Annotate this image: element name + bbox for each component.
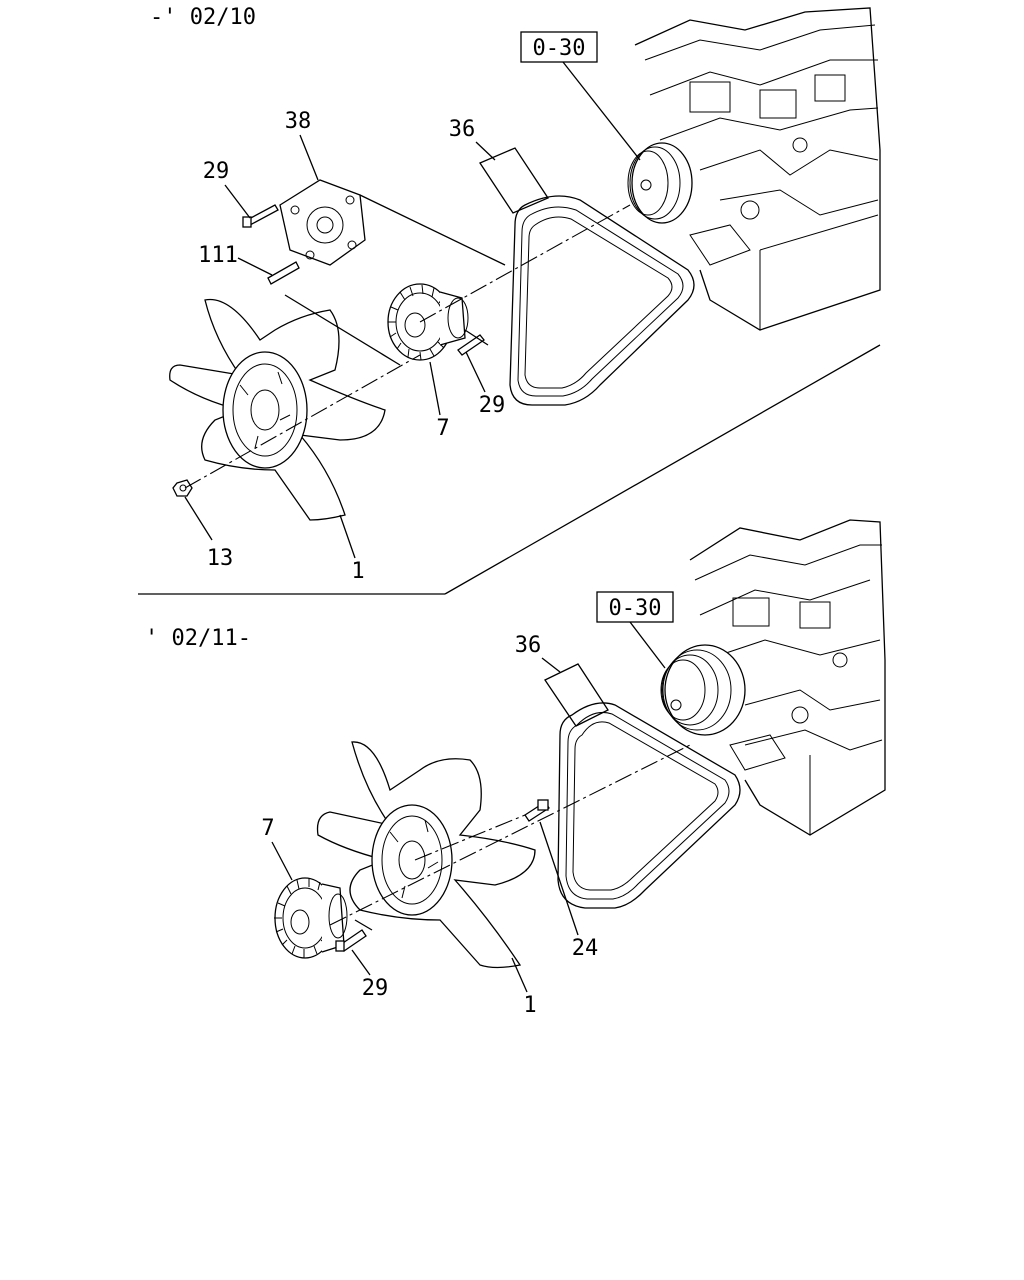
callout-36-bottom: 36 (515, 633, 542, 658)
reference-box-bottom-label: 0-30 (609, 596, 662, 621)
fan-clutch-bottom (274, 877, 348, 959)
engine-block-bottom (689, 519, 886, 836)
callouts-bottom: 36 7 24 29 1 (261, 633, 609, 1018)
assembly-lines-top (184, 194, 631, 489)
bolt-24 (524, 799, 550, 822)
fan-clutch-bracket (279, 179, 366, 266)
assembly-lines-bottom (329, 744, 691, 931)
cooling-fan-bottom (316, 741, 536, 969)
callout-1-bottom: 1 (523, 993, 536, 1018)
nut-13 (172, 479, 193, 497)
fan-clutch-top (387, 283, 469, 361)
v-belt-top (509, 195, 695, 406)
callout-29-a: 29 (203, 159, 230, 184)
crank-pulley-top (627, 142, 693, 224)
bolt-29-top-a (242, 204, 279, 228)
bolt-29-top-b (457, 334, 485, 356)
stud-111 (267, 261, 300, 285)
reference-box-bottom: 0-30 (596, 591, 674, 669)
reference-box-top: 0-30 (520, 31, 641, 161)
callout-36-top: 36 (449, 117, 476, 142)
callout-7-bottom: 7 (261, 816, 274, 841)
callout-1-top: 1 (351, 559, 364, 584)
section-top: -' 02/10 0-30 (138, 5, 881, 595)
bolt-29-bottom (335, 929, 367, 952)
engine-block-top (634, 7, 881, 331)
callout-111: 111 (198, 243, 238, 268)
callout-29-b: 29 (479, 393, 506, 418)
callout-29-bottom: 29 (362, 976, 389, 1001)
section-divider (138, 344, 881, 595)
v-belt-bottom (557, 702, 741, 909)
callouts-top: 38 29 111 36 7 29 13 1 (184, 109, 549, 584)
period-label-bottom: ' 02/11- (145, 626, 251, 651)
section-bottom: ' 02/11- 0-30 (145, 519, 886, 1018)
callout-38: 38 (285, 109, 312, 134)
period-label-top: -' 02/10 (150, 5, 256, 30)
callout-7-top: 7 (436, 416, 449, 441)
callout-13: 13 (207, 546, 234, 571)
crank-pulley-bottom (660, 644, 746, 736)
cooling-fan-top (169, 298, 386, 521)
reference-box-top-label: 0-30 (533, 36, 586, 61)
callout-24: 24 (572, 936, 599, 961)
